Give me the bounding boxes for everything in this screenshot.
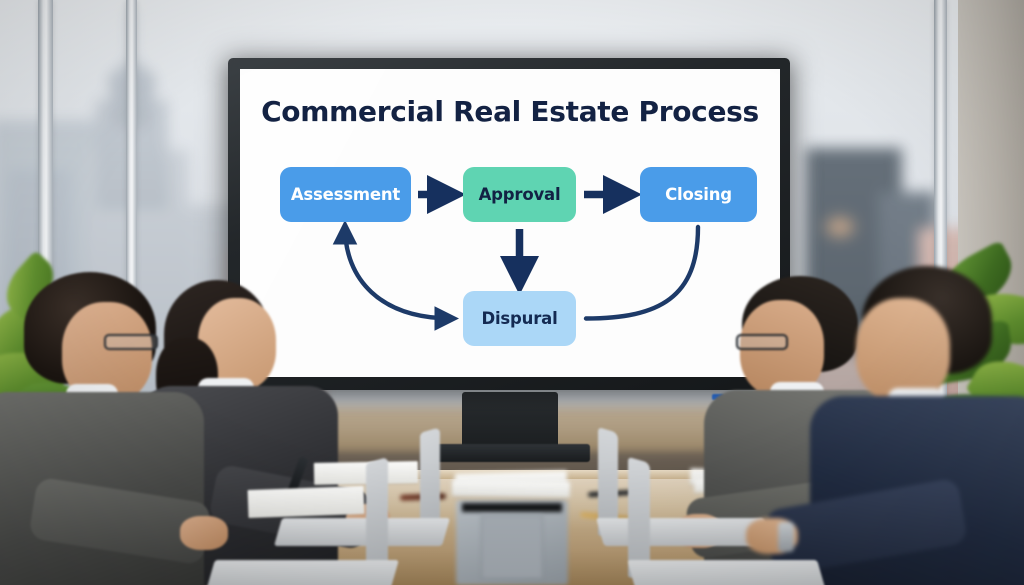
skyline-sun-glint: [820, 212, 860, 242]
flowchart-node-closing[interactable]: Closing: [640, 167, 757, 222]
person-left-front: [0, 272, 258, 585]
flowchart-node-approval[interactable]: Approval: [463, 167, 576, 222]
display-screen[interactable]: Commercial Real Estate Process: [240, 69, 780, 377]
document-stack: [451, 479, 571, 499]
laptop-keyboard[interactable]: [205, 560, 399, 585]
tablet-screen: [481, 515, 543, 579]
slide-canvas: Commercial Real Estate Process: [240, 69, 780, 377]
wristwatch: [778, 522, 794, 552]
flowchart-connectors: [332, 175, 701, 331]
tablet-bezel: [462, 503, 562, 512]
window-mullion: [126, 0, 137, 470]
presentation-display[interactable]: Commercial Real Estate Process: [228, 58, 790, 390]
flowchart-node-assessment[interactable]: Assessment: [280, 167, 411, 222]
document-sheet: [247, 485, 365, 519]
person-right-front: [746, 266, 1024, 585]
flowchart-node-dispute[interactable]: Dispural: [463, 291, 576, 346]
laptop-keyboard[interactable]: [273, 518, 451, 546]
hand: [180, 516, 228, 550]
eyeglasses-icon: [736, 334, 788, 350]
connector-dispute-to-closing: [583, 224, 701, 321]
display-stand-base: [432, 444, 590, 462]
slide-title: Commercial Real Estate Process: [261, 95, 759, 128]
connector-dispute-to-assessment: [332, 219, 460, 331]
head: [856, 298, 950, 402]
laptop-keyboard[interactable]: [627, 560, 827, 585]
eyeglasses-icon: [104, 334, 158, 350]
display-stand-neck: [462, 392, 558, 450]
